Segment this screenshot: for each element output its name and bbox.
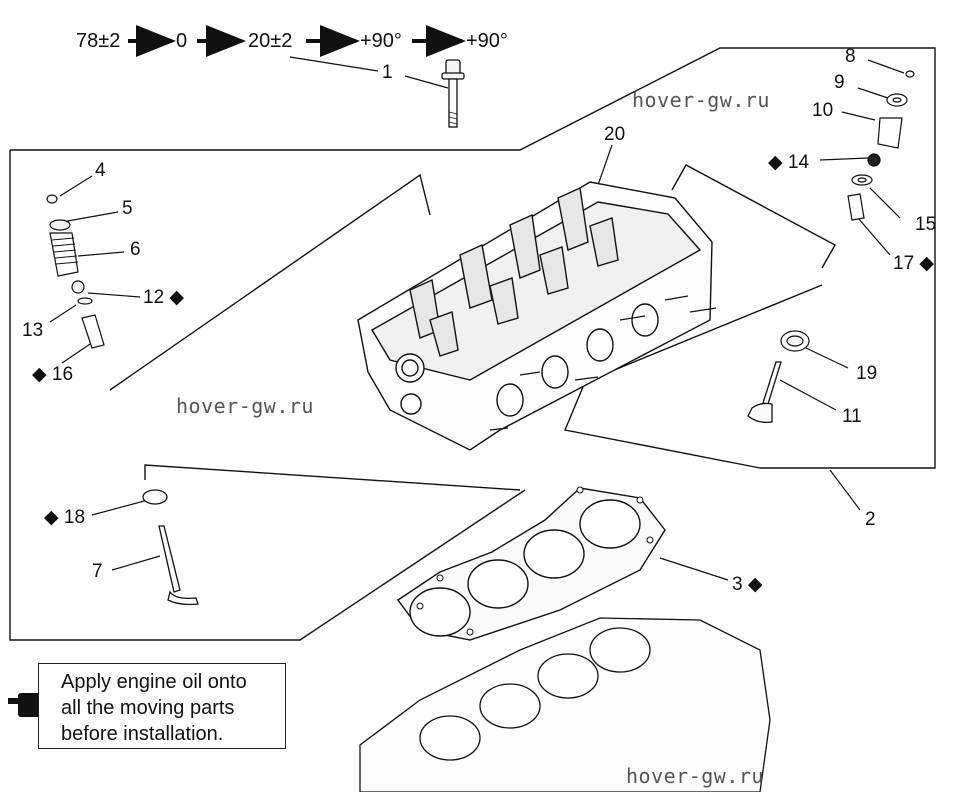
callout-18: ◆ 18 [44, 507, 85, 529]
callout-14-number: 14 [787, 152, 810, 173]
watermark: hover-gw.ru [176, 394, 314, 418]
callout-12: 12 ◆ [143, 287, 184, 309]
head-gasket-part [397, 486, 666, 641]
head-bolt-part [441, 59, 465, 128]
callout-20: 20 [604, 124, 626, 145]
valve-exhaust [747, 361, 782, 424]
callout-4: 4 [95, 160, 106, 181]
callout-16: ◆ 16 [32, 364, 73, 386]
callout-18-number: 18 [63, 507, 86, 528]
lubrication-note: Apply engine oil onto all the moving par… [38, 663, 286, 749]
torque-step-2: 0 [176, 30, 188, 52]
callout-11: 11 [842, 406, 862, 427]
torque-step-1: 78±2 [76, 30, 121, 52]
torque-step-4: +90° [360, 30, 402, 52]
torque-step-5: +90° [466, 30, 508, 52]
diamond-mark: ◆ [747, 574, 763, 595]
callout-16-number: 16 [51, 364, 74, 385]
diamond-mark: ◆ [169, 287, 185, 308]
diamond-mark: ◆ [32, 364, 47, 385]
callout-3: 3 ◆ [732, 574, 762, 596]
callout-8: 8 [845, 46, 856, 67]
callout-10: 10 [812, 100, 834, 121]
engine-block-part [359, 617, 771, 792]
note-line-2: all the moving parts [61, 697, 235, 719]
callout-1: 1 [382, 62, 393, 83]
callout-5: 5 [122, 198, 133, 219]
valve-spring-parts-intake [46, 194, 105, 349]
diamond-mark: ◆ [44, 507, 59, 528]
callout-9: 9 [834, 72, 845, 93]
note-line-1: Apply engine oil onto [61, 671, 247, 693]
callout-14: ◆ 14 [768, 152, 809, 174]
callout-13: 13 [22, 320, 44, 341]
valve-spring-parts-exhaust [780, 70, 915, 352]
torque-step-3: 20±2 [248, 30, 293, 52]
callout-17: 17 ◆ [893, 253, 934, 275]
assembly-boundary [9, 47, 936, 641]
callout-2: 2 [865, 509, 876, 530]
callout-19: 19 [856, 363, 878, 384]
callout-17-number: 17 [893, 253, 915, 274]
callout-12-number: 12 [143, 287, 165, 308]
note-line-3: before installation. [61, 723, 224, 745]
callout-6: 6 [130, 239, 141, 260]
callout-7: 7 [92, 561, 103, 582]
callout-15: 15 [915, 214, 937, 235]
watermark: hover-gw.ru [626, 764, 764, 788]
valve-intake [142, 489, 199, 606]
diamond-mark: ◆ [919, 253, 935, 274]
watermark: hover-gw.ru [632, 88, 770, 112]
leader-lines [49, 56, 905, 581]
callout-3-number: 3 [732, 574, 743, 595]
cylinder-head-part [357, 181, 717, 451]
diamond-mark: ◆ [768, 152, 783, 173]
